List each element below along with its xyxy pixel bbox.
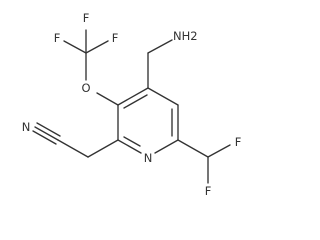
- bond-ch2-nh2: [147, 39, 173, 54]
- bond-c3-c4-inner: [123, 94, 148, 109]
- bond-cf3-f2: [63, 40, 87, 54]
- chf2-fluorine-bottom-label: F: [205, 184, 212, 198]
- bonds: [32, 29, 231, 184]
- bond-c3-o: [96, 92, 119, 106]
- atom-labels: NH2 N O N F F F F F: [22, 11, 242, 198]
- bond-ch2-cn: [57, 139, 89, 158]
- bond-cn-triple-2: [36, 122, 61, 137]
- chemical-structure-diagram: NH2 N O N F F F F F: [22, 11, 242, 198]
- bond-c4-c5: [147, 87, 179, 106]
- bond-c6-chf2: [177, 139, 209, 158]
- ring-nitrogen-label: N: [144, 151, 153, 165]
- bond-chf2-f1: [207, 144, 231, 158]
- bond-c2-ch2: [87, 139, 119, 158]
- nh2-label: NH2: [173, 29, 198, 43]
- chf2-fluorine-right-label: F: [235, 135, 242, 149]
- bond-c3-c4: [117, 87, 149, 106]
- bond-cf3-f3: [85, 40, 109, 54]
- nitrile-nitrogen-label: N: [22, 120, 31, 134]
- bond-cn-triple-1: [34, 126, 59, 141]
- cf3-fluorine-top-label: F: [83, 11, 90, 25]
- bond-ring-n-c2-inner: [123, 136, 141, 147]
- cf3-fluorine-left-label: F: [54, 31, 61, 45]
- bond-c6-ring-n: [154, 139, 179, 154]
- bond-ring-n-c2: [117, 139, 142, 154]
- ether-oxygen-label: O: [81, 81, 90, 95]
- cf3-fluorine-right-label: F: [112, 31, 119, 45]
- bond-cn-triple-3: [32, 130, 57, 145]
